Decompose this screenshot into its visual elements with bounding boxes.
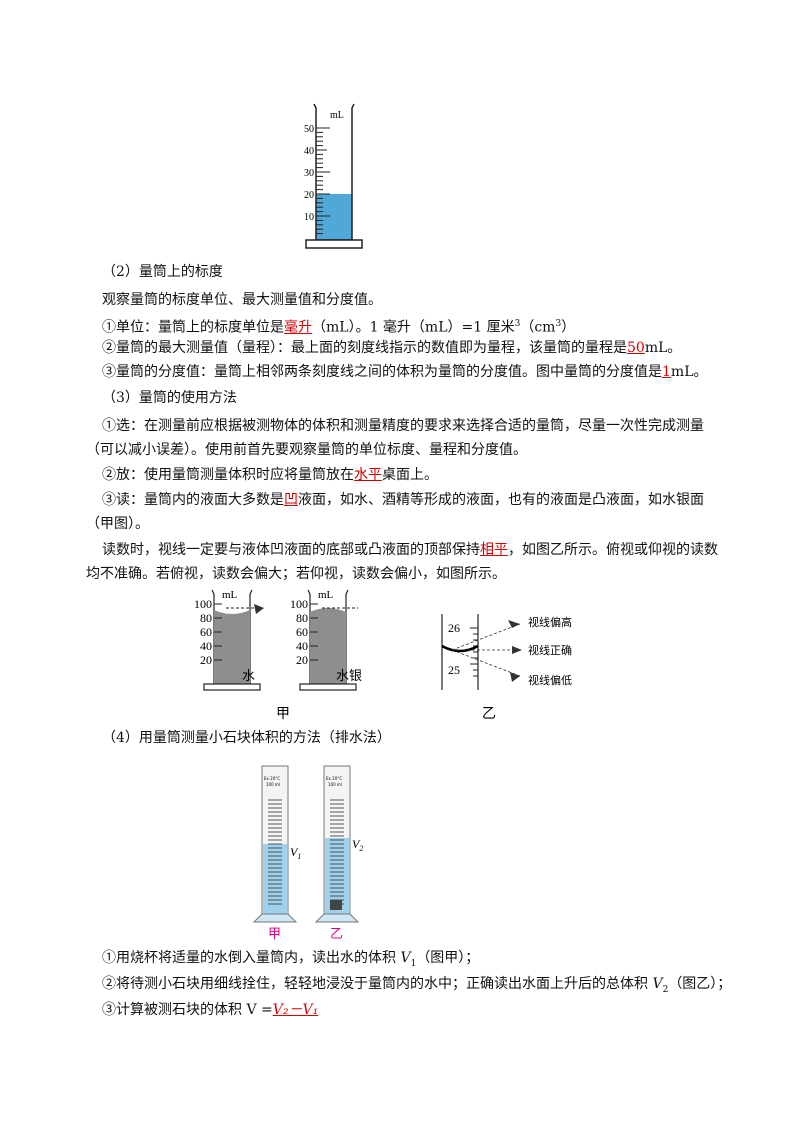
cyl1-tick: 40	[200, 639, 212, 653]
division-answer: 1	[662, 364, 671, 380]
v1-label: V1	[290, 845, 301, 861]
cyl-jia-spec-2: 100 ml	[266, 782, 280, 787]
cyl1-tick: 100	[194, 597, 212, 611]
reading-figure: mL 100 80 60 40 20 水 mL 100 80 60 40 20 …	[194, 589, 572, 722]
division-paragraph: ③量筒的分度值：量筒上相邻两条刻度线之间的体积为量筒的分度值。图中量筒的分度值是…	[102, 364, 708, 380]
read-line-2: （甲图）。	[86, 516, 149, 532]
unit-paragraph: ①单位：量筒上的标度单位是毫升（mL）。1 毫升（mL）=1 厘米3（cm3）	[102, 319, 576, 336]
read-paragraph: ③读：量筒内的液面大多数是凹液面，如水、酒精等形成的液面，也有的液面是凸液面，如…	[102, 492, 704, 508]
tick-label: 40	[304, 146, 314, 157]
view-low-label: 视线偏低	[528, 673, 572, 687]
max-paragraph: ②量筒的最大测量值（量程）：最上面的刻度线指示的数值即为量程，该量筒的量程是50…	[102, 340, 682, 356]
volume-formula-answer: V₂－V₁	[272, 1002, 319, 1018]
top-unit-label: mL	[330, 110, 344, 121]
cyl2-unit: mL	[318, 589, 334, 601]
eye-paragraph: 读数时，视线一定要与液体凹液面的底部或凸液面的顶部保持相平，如图乙所示。俯视或仰…	[102, 542, 718, 558]
cyl1-unit: mL	[222, 589, 238, 601]
eye-answer: 相平	[480, 542, 508, 558]
cyl-yi-spec-2: 100 ml	[328, 782, 342, 787]
tick-label: 20	[304, 190, 314, 201]
cyl-jia-spec-1: Ex 20°C	[264, 776, 280, 781]
mark-25: 25	[448, 663, 460, 677]
step-3: ③计算被测石块的体积 V =V₂－V₁	[102, 1002, 319, 1018]
eye-line-2: 均不准确。若俯视，读数会偏大；若仰视，读数会偏小，如图所示。	[86, 566, 506, 582]
section-2-intro: 观察量筒的标度单位、最大测量值和分度值。	[102, 292, 382, 308]
place-answer: 水平	[354, 467, 382, 483]
cyl1-tick: 20	[200, 653, 212, 667]
v2-label: V2	[352, 837, 363, 853]
section-3-heading: （3）量筒的使用方法	[102, 390, 237, 406]
mercury-label: 水银	[336, 669, 362, 684]
fig-yi-label: 乙	[482, 706, 496, 722]
section-4-heading: （4）用量筒测量小石块体积的方法（排水法）	[102, 730, 391, 746]
mark-26: 26	[448, 621, 460, 635]
tick-label: 10	[304, 212, 314, 223]
choose-line-2: （可以减小误差）。使用前首先要观察量筒的单位标度、量程和分度值。	[86, 442, 527, 458]
tick-label: 30	[304, 168, 314, 179]
max-answer: 50	[627, 340, 645, 356]
cyl2-tick: 100	[290, 597, 308, 611]
cyl2-tick: 80	[296, 611, 308, 625]
cyl2-tick: 40	[296, 639, 308, 653]
cyl-yi-spec-1: Ex 20°C	[326, 776, 342, 781]
tick-label: 50	[304, 124, 314, 135]
choose-line-1: ①选：在测量前应根据被测物体的体积和测量精度的要求来选择合适的量筒，尽量一次性完…	[102, 418, 704, 434]
place-paragraph: ②放：使用量筒测量体积时应将量筒放在水平桌面上。	[102, 467, 438, 483]
fig-jia-label: 甲	[276, 706, 290, 722]
read-answer: 凹	[284, 492, 298, 508]
fig-b-jia-label: 甲	[268, 927, 281, 940]
top-cylinder-figure: mL 50 40 30 20 10	[304, 103, 363, 249]
section-2-heading: （2）量筒上的标度	[102, 264, 223, 280]
unit-answer: 毫升	[284, 319, 312, 336]
cyl1-tick: 60	[200, 625, 212, 639]
step-2: ②将待测小石块用细线拴住，轻轻地浸没于量筒内的水中；正确读出水面上升后的总体积 …	[102, 976, 732, 995]
cyl2-tick: 60	[296, 625, 308, 639]
cyl1-tick: 80	[200, 611, 212, 625]
fig-b-yi-label: 乙	[330, 927, 343, 940]
view-high-label: 视线偏高	[528, 615, 572, 629]
cyl2-tick: 20	[296, 653, 308, 667]
displacement-figure: Ex 20°C 100 ml V1 Ex 20°C 100 ml V2 甲 乙	[252, 765, 363, 940]
step-1: ①用烧杯将适量的水倒入量筒内，读出水的体积 V1（图甲）；	[102, 950, 480, 969]
view-right-label: 视线正确	[528, 643, 572, 657]
water-label: 水	[242, 669, 255, 684]
